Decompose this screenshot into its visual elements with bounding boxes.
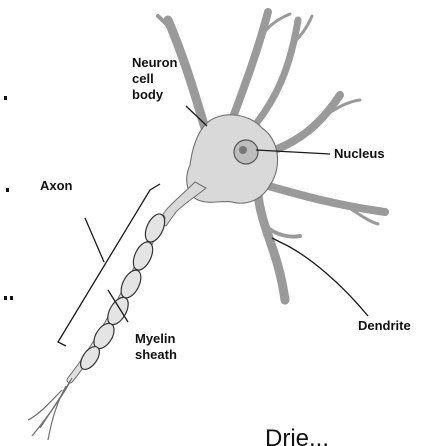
dendrite-branch-top <box>232 12 268 120</box>
label-axon: Axon <box>40 178 73 193</box>
label-cell-body-line-1: Neuron <box>132 55 178 70</box>
label-nucleus: Nucleus <box>334 146 385 161</box>
label-dendrite: Dendrite <box>358 318 411 333</box>
dendrite-branch-bottom <box>258 195 285 300</box>
nucleus <box>234 140 258 164</box>
left-edge-marks <box>4 96 13 300</box>
label-cell-body-line-2: cell <box>132 71 154 86</box>
label-cell-body-line-3: body <box>132 87 164 102</box>
label-myelin-line-2: sheath <box>135 347 177 362</box>
label-neuron-cell-body: Neuron cell body <box>132 55 181 102</box>
dendrite-leader <box>272 238 368 316</box>
dendrite-branch-right <box>275 95 340 150</box>
cut-off-caption: Drie... <box>265 425 329 446</box>
axon-terminals <box>28 378 72 440</box>
label-myelin-sheath: Myelin sheath <box>135 331 179 362</box>
label-myelin-line-1: Myelin <box>135 331 176 346</box>
dendrite-branch-lower-right <box>265 185 385 212</box>
